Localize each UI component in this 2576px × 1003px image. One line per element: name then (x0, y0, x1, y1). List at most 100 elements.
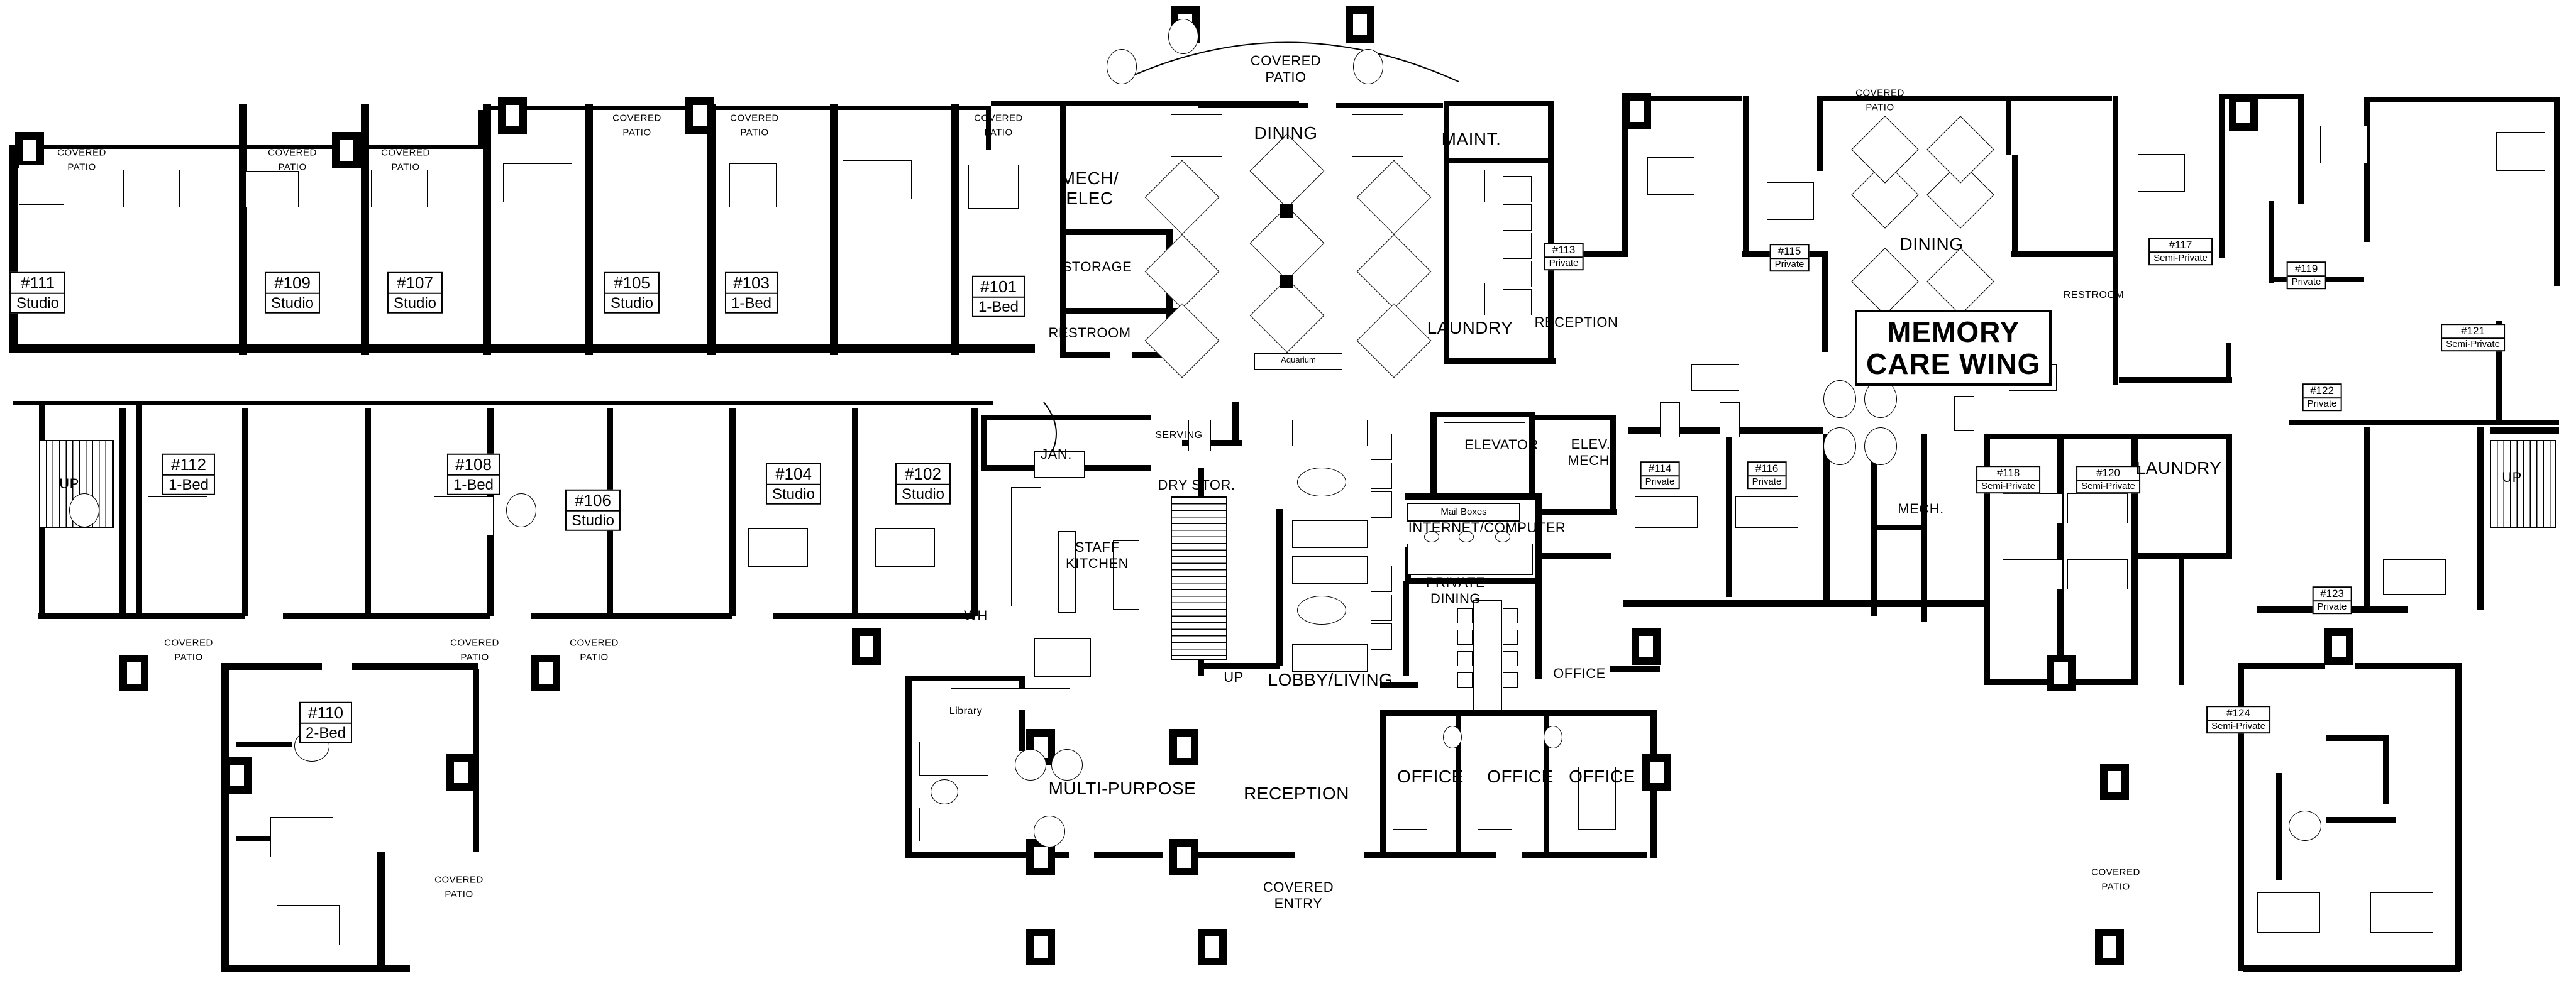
structural-column (852, 628, 881, 665)
area-label-elev-mech: ELEV. MECH. (1567, 436, 1614, 468)
structural-column (1169, 839, 1198, 875)
area-label-mech: MECH. (1898, 501, 1944, 517)
dining-table (1356, 303, 1432, 378)
bed (148, 496, 207, 535)
structural-column (119, 655, 148, 691)
structural-column (2324, 628, 2353, 665)
structural-column (531, 655, 560, 691)
structural-column (2100, 764, 2129, 800)
area-label-up: UP (2502, 469, 2522, 485)
bed (968, 165, 1019, 209)
dining-chair (1457, 630, 1473, 645)
bed (245, 171, 299, 207)
area-label-elevator: ELEVATOR (1464, 437, 1539, 452)
bed (123, 170, 180, 207)
area-label-staff-kitchen: STAFF KITCHEN (1065, 539, 1129, 571)
structural-column (1642, 754, 1671, 791)
office-chair (1544, 726, 1562, 748)
area-label-lobby-living: LOBBY/LIVING (1268, 670, 1393, 689)
mp-round-table (1051, 749, 1083, 781)
area-label-restroom: RESTROOM (1048, 325, 1131, 341)
lobby-coffee-table (1297, 596, 1346, 625)
area-label-dining: DINING (1254, 123, 1318, 143)
bed (875, 528, 935, 567)
room-table (506, 493, 536, 527)
room-type: Private (2317, 601, 2347, 613)
mp-sofa (919, 808, 988, 841)
room-number: #121 (2442, 325, 2504, 339)
area-label-storage: STORAGE (1062, 259, 1132, 275)
kitchen-counter (1011, 487, 1041, 606)
dining-table (1926, 248, 1994, 315)
structural-column (498, 97, 527, 134)
banner-line-2: CARE WING (1866, 347, 2041, 380)
room-number: #102 (896, 464, 950, 486)
dining-table (1356, 234, 1432, 309)
covered-patio-label: COVERED PATIO (381, 147, 430, 173)
secondary-stair-right (2490, 440, 2556, 528)
room-type: Private (2291, 277, 2321, 288)
room-type: Semi-Private (2153, 253, 2208, 264)
structural-column (685, 97, 714, 134)
dining-table (1356, 160, 1432, 235)
dining-table (1144, 234, 1220, 309)
mp-round-table (931, 779, 958, 804)
area-label-dry-stor: DRY STOR. (1158, 477, 1235, 493)
area-label-mech-elec: MECH/ ELEC (1060, 168, 1119, 208)
structural-column (2229, 94, 2258, 131)
lounge-chair-rect (1954, 396, 1974, 431)
room-number: #110 (300, 703, 351, 725)
bed (1767, 182, 1814, 220)
bed (2003, 493, 2063, 523)
area-label-covered-entry: COVERED ENTRY (1263, 879, 1334, 911)
serving-counter (1188, 420, 1211, 451)
room-number: #115 (1771, 245, 1808, 260)
lobby-chair (1371, 566, 1392, 592)
room-number: #124 (2208, 707, 2269, 721)
kitchen-hood (1034, 451, 1085, 478)
covered-patio-label: COVERED PATIO (974, 112, 1023, 138)
dining-table (1144, 303, 1220, 378)
room-table (2289, 811, 2321, 841)
covered-patio-label: COVERED PATIO (612, 112, 661, 138)
patio-table (1107, 49, 1137, 84)
covered-patio-label: COVERED PATIO (1855, 87, 1904, 113)
room-type: 1-Bed (168, 476, 209, 494)
area-label-laundry: LAUNDRY (1427, 318, 1513, 337)
area-label-up: UP (1224, 669, 1244, 685)
area-label-laundry: LAUNDRY (2135, 458, 2222, 478)
dining-table (1249, 278, 1325, 353)
bed (2383, 559, 2446, 595)
laundry-machine (1503, 204, 1532, 231)
area-label-internet-computer: INTERNET/COMPUTER (1408, 520, 1566, 535)
room-type: Studio (610, 295, 654, 312)
structural-column (15, 132, 44, 168)
room-type: Private (1549, 258, 1579, 269)
dining-rect-table (1171, 114, 1222, 157)
dining-table (1851, 116, 1919, 184)
area-label-office: OFFICE (1569, 767, 1635, 786)
kitchen-island (1058, 531, 1076, 613)
dining-chair (1457, 672, 1473, 688)
room-number: #103 (726, 273, 777, 295)
structural-column (1632, 628, 1661, 665)
office-desk (1478, 767, 1512, 830)
room-type: Studio (771, 486, 815, 503)
room-number: #113 (1545, 244, 1583, 258)
area-label-private-dining: PRIVATE DINING (1425, 574, 1486, 606)
room-number: #120 (2077, 467, 2139, 481)
